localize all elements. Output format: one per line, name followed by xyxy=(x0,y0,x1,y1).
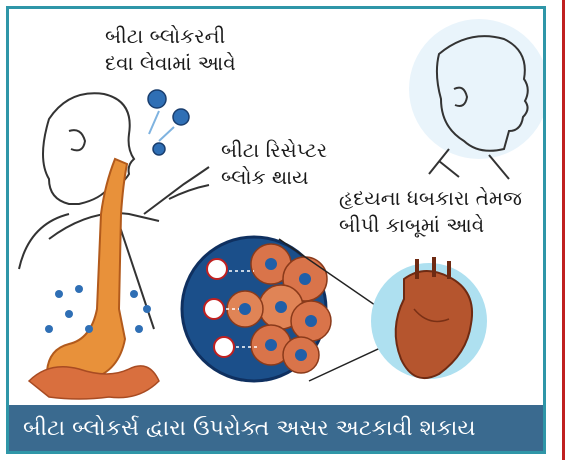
heart xyxy=(371,257,487,379)
patient-head-right xyxy=(409,19,543,179)
label-receptor-block: બીટા રિસેપ્ટર બ્લોક થાય xyxy=(221,137,327,191)
tablets xyxy=(148,90,189,155)
digestive-tract xyxy=(29,159,159,399)
caption-bar: બીટા બ્લોકર્સ દ્વારા ઉપરોક્ત અસર અટકાવી … xyxy=(9,405,543,451)
caption-text: બીટા બ્લોકર્સ દ્વારા ઉપરોક્ત અસર અટકાવી … xyxy=(9,416,475,441)
right-edge-stripe xyxy=(561,0,566,460)
label-drug-taken: બીટા બ્લોકરની દવા લેવામાં આવે xyxy=(105,23,236,77)
label-effect: હૃદયના ધબકારા તેમજ બીપી કાબૂમાં આવે xyxy=(339,185,522,239)
diagram-frame: બીટા બ્લોકરની દવા લેવામાં આવે બીટા રિસેપ… xyxy=(6,6,546,454)
